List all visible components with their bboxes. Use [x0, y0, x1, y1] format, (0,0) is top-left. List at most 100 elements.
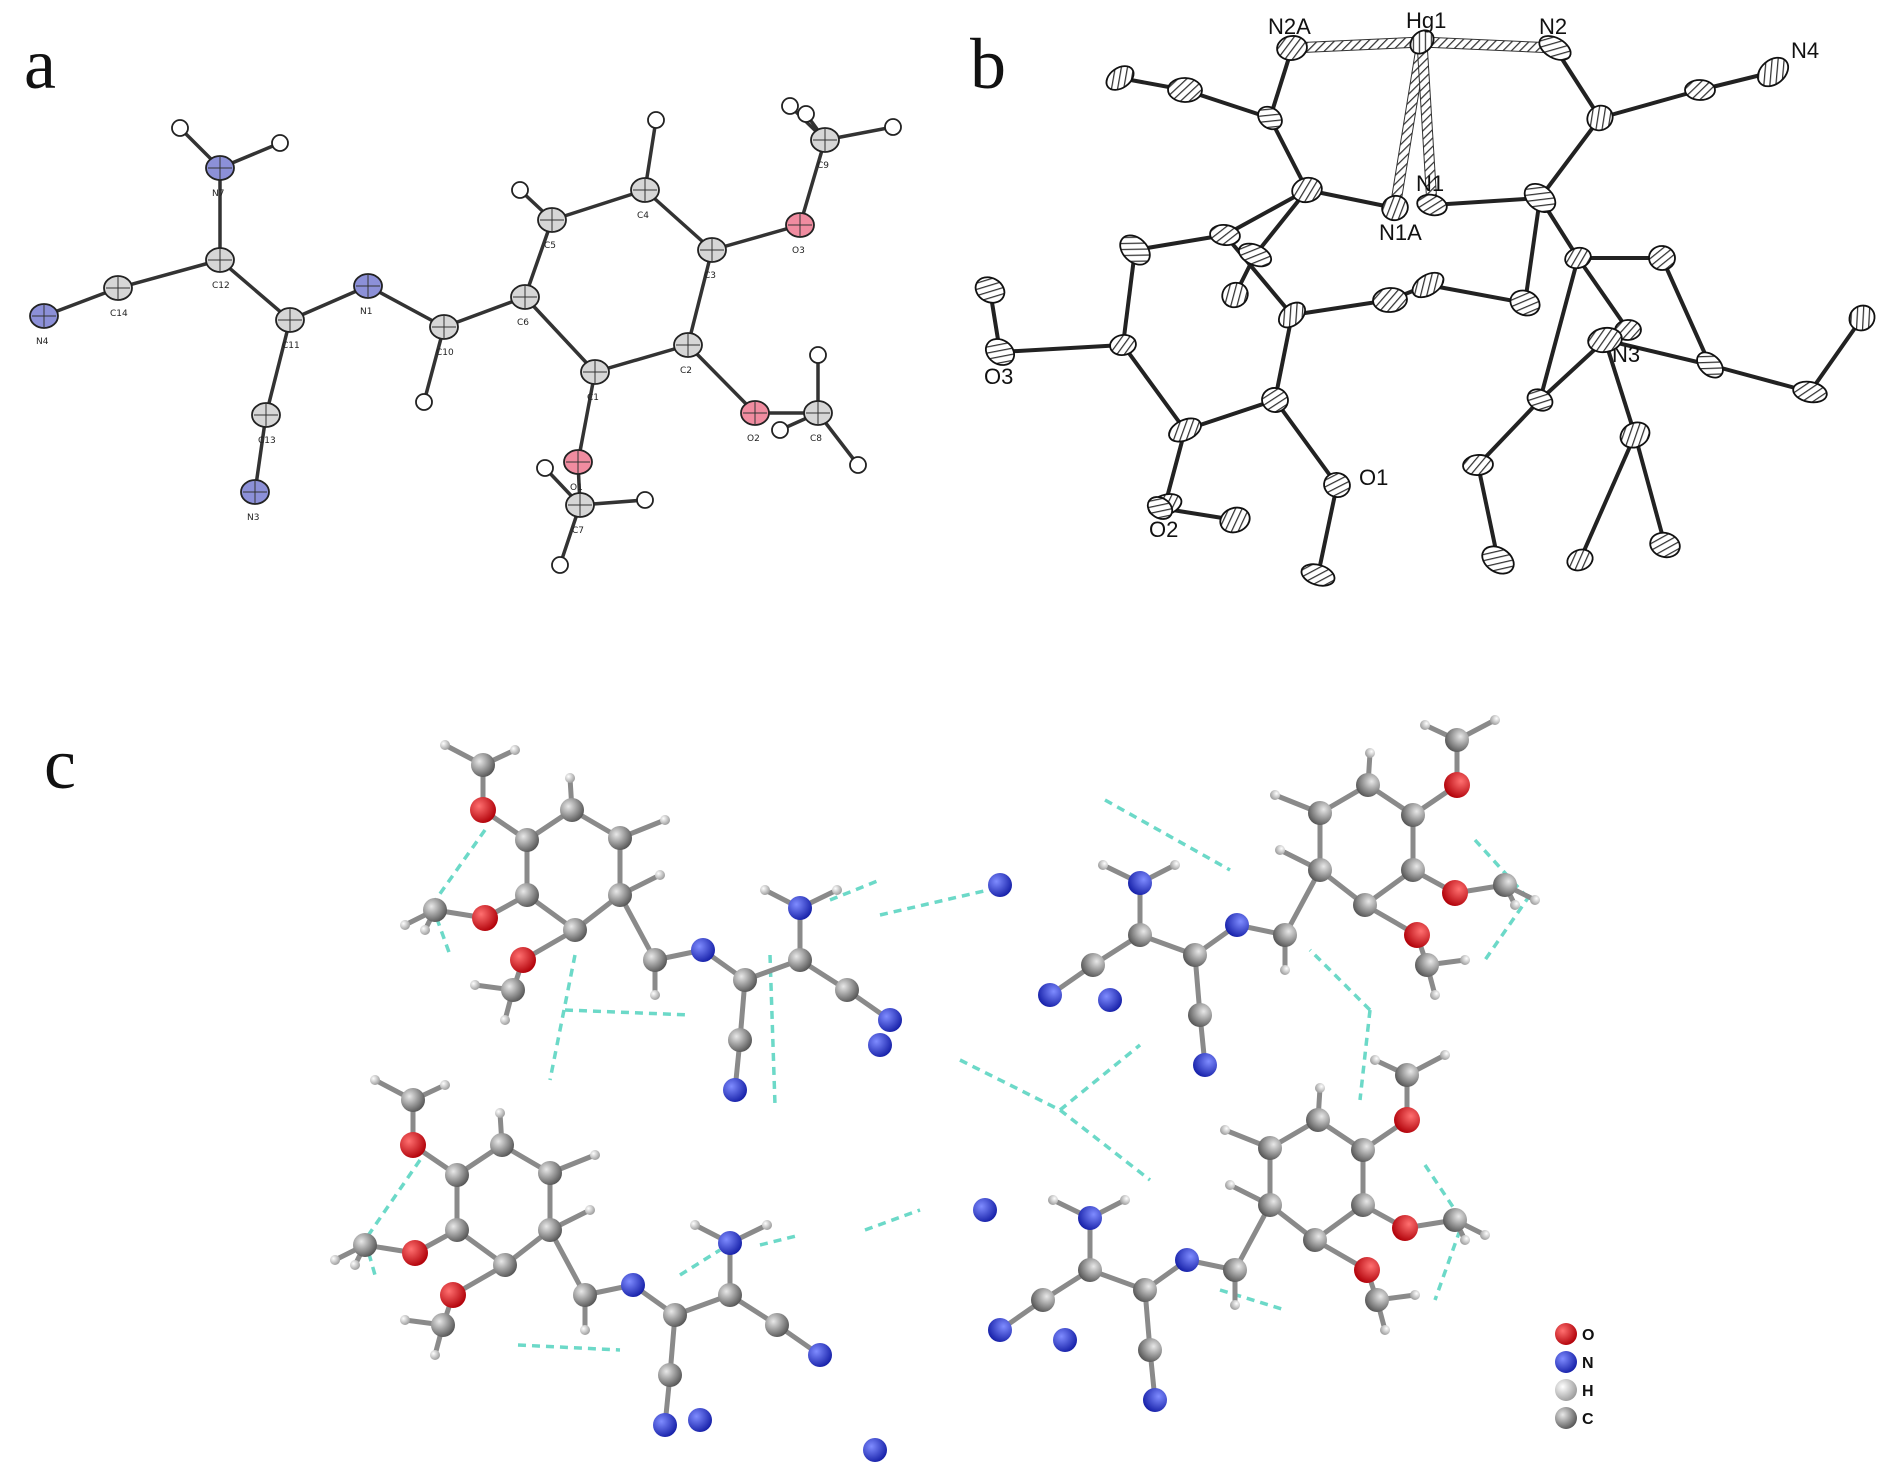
- ball-r5: [1401, 803, 1425, 827]
- atom-O1: [563, 449, 593, 475]
- hydrogen-bond-3: [548, 954, 577, 1081]
- ball-H10: [580, 1325, 590, 1335]
- bond-C13-N3: [253, 414, 268, 493]
- atom-N2: [1538, 35, 1572, 61]
- ball-Hm6: [1380, 1325, 1390, 1335]
- atom-C3: [697, 237, 727, 263]
- ball-O3: [470, 797, 496, 823]
- ball-N3: [1143, 1388, 1167, 1412]
- ball-C11: [663, 1303, 687, 1327]
- molecule-1: [400, 740, 902, 1102]
- atom-label-O3: O3: [984, 364, 1013, 389]
- atom-b22: [1509, 289, 1541, 317]
- atom-C13: [251, 402, 281, 428]
- hydrogen-bond-0: [430, 828, 487, 907]
- ball-Hm3: [330, 1255, 340, 1265]
- hydrogen-bond-11: [1058, 1043, 1142, 1112]
- atom-b25: [1696, 351, 1724, 379]
- bond-b12-O1: [1273, 398, 1339, 487]
- panel-label-b: b: [970, 24, 1006, 104]
- atom-b1: [1105, 65, 1135, 91]
- ball-r2: [1308, 858, 1332, 882]
- ball-C10: [1273, 923, 1297, 947]
- hydrogen-bond-7: [829, 878, 881, 902]
- legend-label-h: H: [1582, 1383, 1594, 1400]
- bond-b20-N1: [1431, 196, 1541, 207]
- atom-N4: [29, 303, 59, 329]
- ball-r4: [560, 798, 584, 822]
- ball-Hm3: [400, 920, 410, 930]
- bond-O1-b17: [1316, 484, 1339, 576]
- ball-r4: [1356, 773, 1380, 797]
- hydrogen-bond-1: [430, 904, 452, 956]
- ball-Me3: [471, 753, 495, 777]
- atom-H9c: [797, 105, 815, 123]
- ball-r1: [1303, 1228, 1327, 1252]
- ball-C11: [733, 968, 757, 992]
- atom-b5: [1237, 242, 1273, 268]
- atom-b3: [1257, 105, 1283, 131]
- atom-O1: [1323, 472, 1351, 498]
- atom-N1: [1416, 193, 1448, 217]
- ball-N7: [1078, 1206, 1102, 1230]
- legend-item-n: N: [1555, 1351, 1594, 1373]
- atom-label-N1A: N1A: [1379, 220, 1422, 245]
- atom-b7: [1209, 224, 1241, 246]
- ball-r6: [1351, 1193, 1375, 1217]
- atom-label-C5: C5: [544, 241, 556, 251]
- atom-label-N1: N1: [360, 307, 372, 317]
- bond-C3-O3: [711, 223, 801, 252]
- bond-b20-b22: [1523, 197, 1542, 304]
- bond-b28-b34: [1633, 434, 1667, 546]
- bond-O3-C9: [798, 139, 827, 226]
- ball-H2: [1220, 1125, 1230, 1135]
- bond-b18-b20: [1538, 116, 1602, 200]
- ball-Hm4: [1460, 1235, 1470, 1245]
- atom-label-N3: N3: [247, 513, 259, 523]
- ball-C12: [1078, 1258, 1102, 1282]
- atom-C11: [275, 307, 305, 333]
- atom-b18: [1586, 104, 1614, 132]
- ball-r3: [538, 1161, 562, 1185]
- atom-label-N7: N7: [212, 189, 224, 199]
- atom-C7: [565, 492, 595, 518]
- ball-Me2: [1493, 873, 1517, 897]
- atom-b4: [1291, 176, 1323, 204]
- ball-C10: [643, 948, 667, 972]
- ball-O1: [510, 947, 536, 973]
- bond-b24-b25: [1660, 257, 1712, 366]
- ball-H2: [590, 1150, 600, 1160]
- atom-N3: [240, 479, 270, 505]
- ball-N4: [988, 1318, 1012, 1342]
- ball-Hm2: [510, 745, 520, 755]
- ball-O1: [440, 1282, 466, 1308]
- ball-Me2: [423, 898, 447, 922]
- ball-N1: [1175, 1248, 1199, 1272]
- ball-r3: [1258, 1136, 1282, 1160]
- atom-b14: [1372, 287, 1408, 313]
- ball-Hn1: [1170, 860, 1180, 870]
- bond-C5-C4: [551, 188, 646, 222]
- ball-Hn2: [762, 1220, 772, 1230]
- coord-bond-N2A-Hg1: [1291, 36, 1423, 54]
- ball-Hn2: [1048, 1195, 1058, 1205]
- ball-Me2: [1443, 1208, 1467, 1232]
- ball-H10: [650, 990, 660, 1000]
- coord-bond-Hg1-N2: [1421, 36, 1556, 54]
- ball-O1: [1354, 1257, 1380, 1283]
- ball-Hm2: [1420, 720, 1430, 730]
- bond-C12-C14: [117, 258, 221, 290]
- legend-label-n: N: [1582, 1355, 1594, 1372]
- atom-b15: [1146, 496, 1174, 520]
- ball-Me1: [1365, 1288, 1389, 1312]
- atom-label-C1: C1: [587, 393, 599, 403]
- ball-H1: [585, 1205, 595, 1215]
- atom-C5: [537, 207, 567, 233]
- hydrogen-bond-16: [1483, 894, 1532, 961]
- ball-r6: [1401, 858, 1425, 882]
- nitrile-n-3: [1053, 1328, 1077, 1352]
- atom-label-C4: C4: [637, 211, 649, 221]
- hydrogen-bond-12: [1058, 1108, 1152, 1182]
- ball-C10: [1223, 1258, 1247, 1282]
- ball-Me3: [401, 1088, 425, 1112]
